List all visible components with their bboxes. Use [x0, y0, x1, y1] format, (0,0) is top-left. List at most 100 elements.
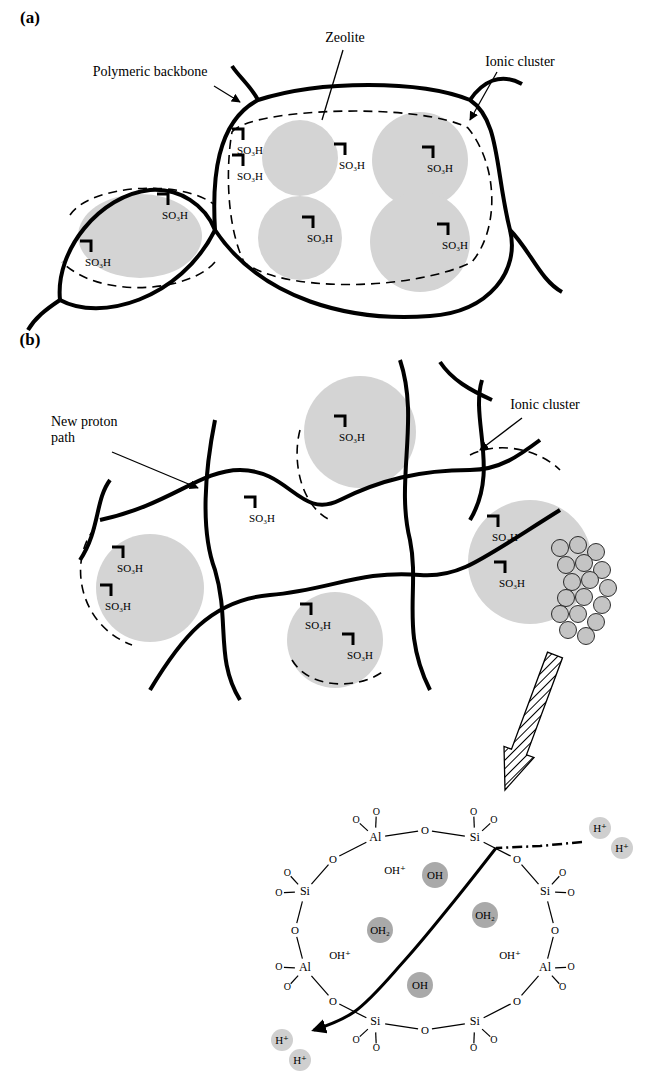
hydroxyl-label: OH [412, 979, 428, 992]
polymer-chain [60, 190, 215, 300]
proton-label: H⁺ [615, 842, 629, 855]
zeolite-particle [78, 194, 202, 278]
atom-symbol: O [329, 853, 337, 866]
bond-line [360, 1029, 368, 1036]
atom-symbol: O [291, 924, 299, 937]
polymer-chain [400, 360, 430, 690]
zeolite-particle [96, 534, 204, 642]
atom-symbol: O [275, 887, 282, 899]
group-label: SO₃H [339, 159, 365, 172]
bond-line [375, 817, 377, 828]
polymer-chain [60, 230, 215, 308]
side-chain [437, 224, 448, 235]
atom-symbol: O [567, 887, 574, 899]
atom-symbol: O [284, 867, 291, 879]
bond-line [473, 1032, 475, 1043]
water-sphere [472, 902, 498, 928]
water-sphere [367, 917, 393, 943]
bond-line [482, 1029, 490, 1036]
part-label: Ionic cluster [485, 54, 555, 70]
group-label: SO₃H [305, 619, 331, 632]
atom-symbol: Si [470, 1015, 480, 1029]
nanoparticle [552, 540, 569, 557]
bond-line [297, 901, 303, 923]
part-label: New proton path [51, 414, 133, 446]
atom-symbol: O [373, 806, 380, 818]
nanoparticle [578, 628, 595, 645]
side-chain [487, 516, 498, 527]
proton-sphere [589, 817, 611, 839]
bond-line [555, 892, 566, 894]
bond-line [360, 823, 368, 830]
atom-symbol: O [513, 853, 521, 866]
zeolite-particle [304, 376, 416, 488]
hydroxyl-label: OH [427, 869, 443, 882]
hydroxyl-label: OH⁺ [329, 949, 351, 962]
zoom-arrow [504, 652, 563, 790]
proton-sphere [271, 1029, 293, 1051]
bond-line [339, 842, 366, 856]
nanoparticle [582, 572, 599, 589]
nanoparticle [552, 606, 569, 623]
zeolite-particle [468, 500, 592, 624]
polymer-chain [28, 66, 562, 330]
group-label: SO₃H [162, 209, 188, 222]
nanoparticle [558, 557, 575, 574]
panel-b-art [80, 360, 617, 790]
leader-line [214, 86, 240, 102]
hydroxyl-label: OH⁺ [384, 864, 406, 877]
group-label: SO₃H [442, 239, 468, 252]
bond-line [385, 831, 418, 836]
atom-symbol: O [352, 814, 359, 826]
zeolite-particle [262, 120, 338, 196]
side-chain [422, 147, 433, 158]
bond-line [522, 865, 539, 885]
water-sphere [422, 862, 448, 888]
proton-sphere [289, 1049, 311, 1071]
bond-line [284, 892, 295, 894]
group-label: SO₃H [117, 562, 143, 575]
atom-symbol: Si [370, 1015, 380, 1029]
bond-line [548, 901, 554, 923]
group-label: SO₃H [307, 232, 333, 245]
proton-path [314, 848, 496, 1030]
hydroxyl-label: OH₂ [475, 909, 495, 922]
atom-symbol: Si [300, 885, 310, 899]
polymer-chain [214, 85, 512, 317]
zeolite-structure [271, 817, 633, 1071]
part-label: Ionic cluster [510, 397, 580, 413]
group-label: SO₃H [347, 649, 373, 662]
bond-line [473, 817, 475, 828]
atom-symbol: O [559, 867, 566, 879]
bond-line [291, 876, 298, 884]
side-chain [112, 547, 123, 558]
bond-line [291, 976, 298, 984]
proton-sphere [611, 837, 633, 859]
group-label: SO₃H [339, 431, 365, 444]
side-chain [244, 497, 255, 508]
bond-line [311, 865, 328, 885]
atom-symbol: O [490, 1034, 497, 1046]
side-chain [80, 241, 91, 252]
atom-symbol: O [470, 1043, 477, 1055]
atom-symbol: O [567, 961, 574, 973]
side-chain [334, 144, 345, 155]
atom-symbol: Al [299, 961, 311, 975]
leader-line [112, 452, 198, 488]
hydroxyl-label: OH₂ [370, 924, 390, 937]
bond-line [432, 831, 465, 836]
side-chain [300, 604, 311, 615]
side-chain [100, 585, 111, 596]
atom-symbol: O [551, 924, 559, 937]
ionic-cluster-outline [228, 111, 491, 284]
atom-symbol: O [284, 982, 291, 994]
atom-symbol: O [490, 814, 497, 826]
atom-symbol: O [352, 1034, 359, 1046]
atom-symbol: O [421, 1024, 429, 1037]
bond-line [284, 967, 295, 969]
bond-line [484, 1004, 511, 1018]
nanoparticle [576, 555, 593, 572]
